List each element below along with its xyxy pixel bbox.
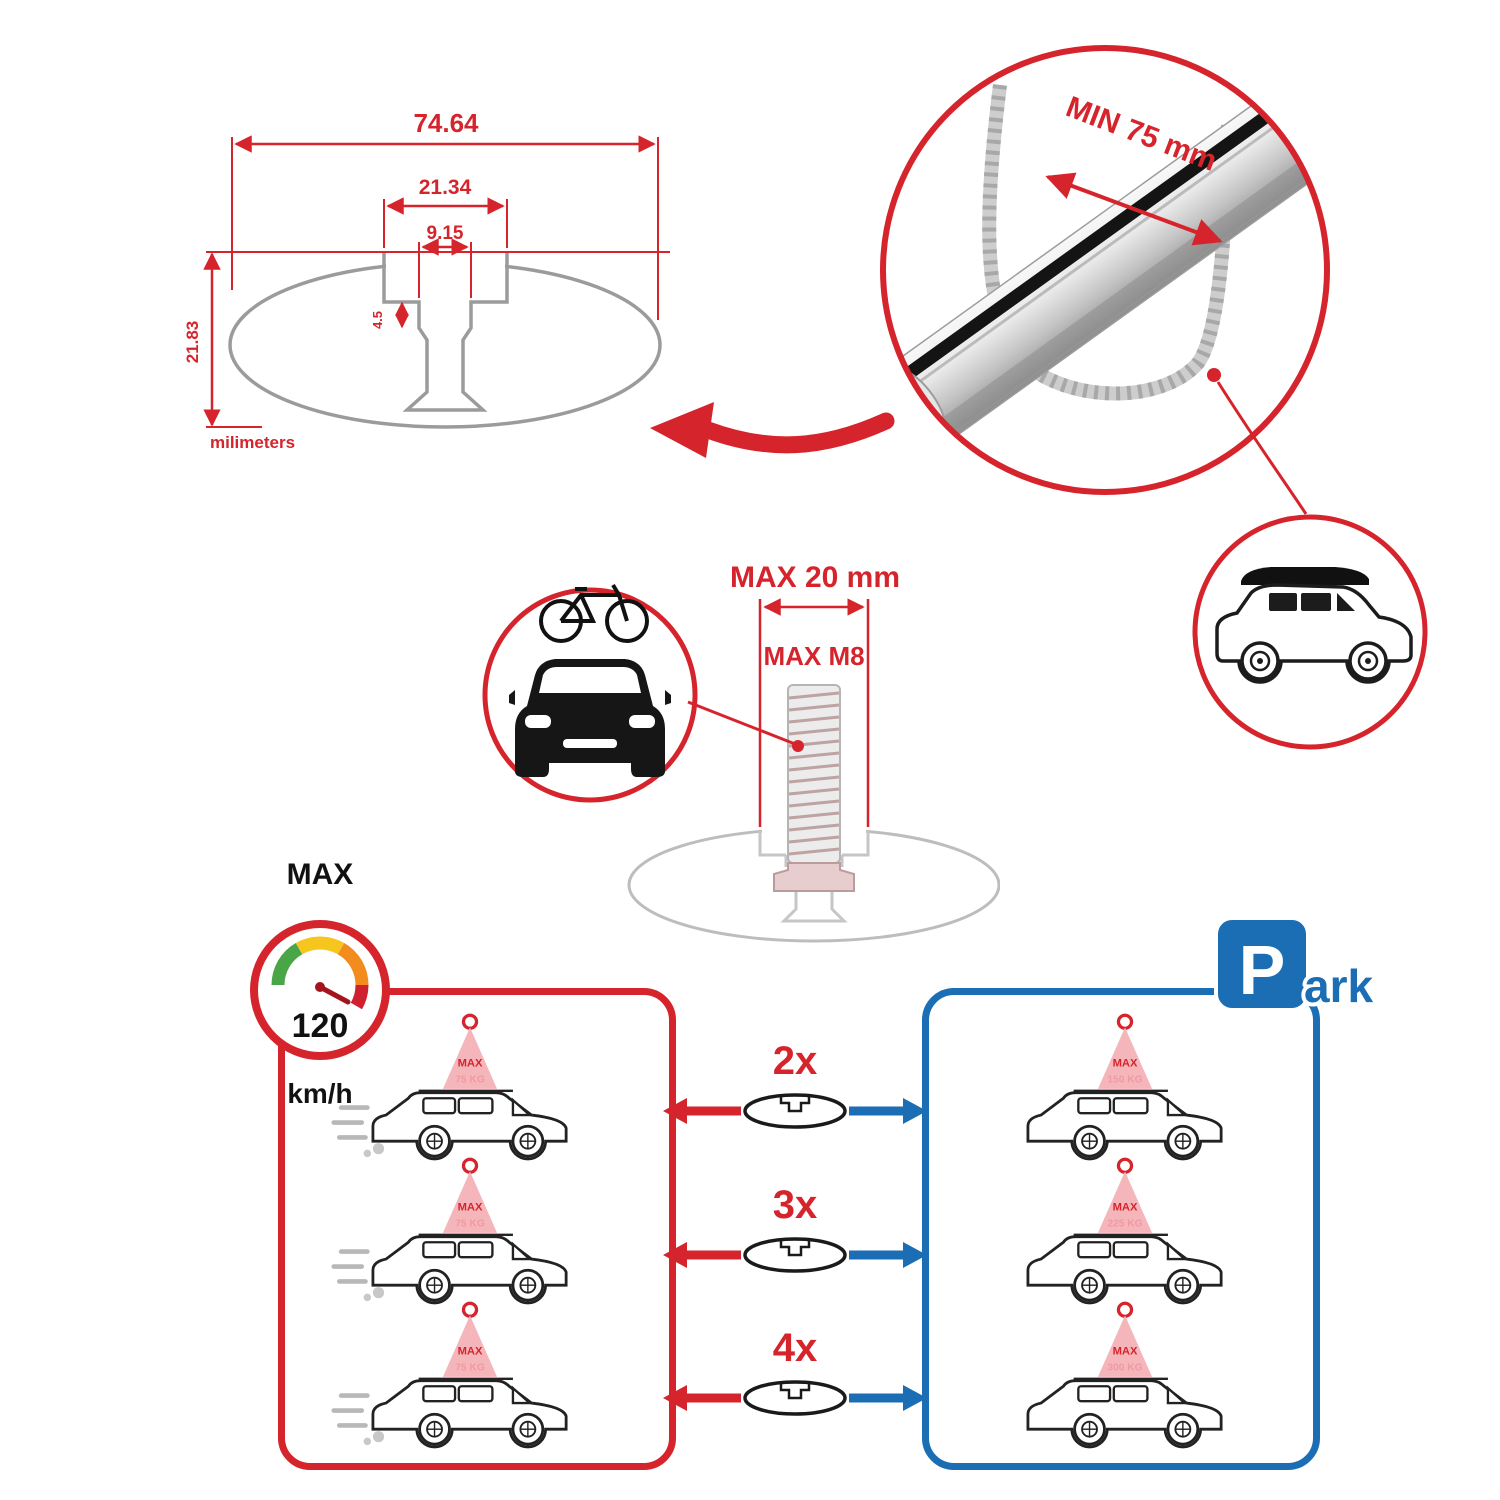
roof-load-badge: MAX 225 KG [1097,1157,1153,1233]
parking-sign-letter: P [1239,931,1286,1009]
driving-car-row: MAX 75 KG [331,1013,568,1161]
load-value: 75 KG [455,1074,485,1085]
load-value: 225 KG [1107,1218,1142,1229]
speed-lines-icon [331,1105,370,1140]
load-max-label: MAX [1113,1058,1138,1070]
roof-load-badge: MAX 75 KG [442,1157,498,1233]
load-max-label: MAX [1113,1346,1138,1358]
roof-load-badge: MAX 75 KG [442,1013,498,1089]
load-max-label: MAX [1113,1202,1138,1214]
circle-to-bolt-connector [687,700,796,746]
option-row-3x: 3x [663,1183,927,1273]
min-span-arrow [1045,172,1223,246]
right-arrow-icon [903,1098,927,1124]
parked-car-row: MAX 150 KG [1026,1013,1223,1161]
dim-total-width: 74.64 [413,108,479,138]
crossbar-detail-circle: MIN 75 mm [880,45,1330,495]
left-arrow-icon [663,1385,687,1411]
load-max-label: MAX [458,1346,483,1358]
load-value: 150 KG [1107,1074,1142,1085]
bolt-icon [773,684,855,892]
option-row-2x: 2x [663,1039,927,1129]
dim-unit-label: milimeters [210,433,295,452]
load-value: 75 KG [455,1218,485,1229]
speed-unit-label: km/h [287,1078,353,1109]
speed-value: 120 [292,1007,349,1045]
bolt-dimension-diagram: MAX 20 mm MAX M8 [627,561,1000,943]
roof-load-badge: MAX 300 KG [1097,1301,1153,1377]
driving-car-row: MAX 75 KG [331,1301,568,1449]
parking-sign: P ark [1214,916,1377,1016]
speed-lines-icon [331,1249,370,1284]
parked-car-row: MAX 225 KG [1026,1157,1223,1305]
clamp-icon [982,84,1235,401]
big-arrow-shaft [699,412,895,454]
parked-car-row: MAX 300 KG [1026,1301,1223,1449]
option-count-label: 2x [773,1039,818,1083]
bicycle-icon [539,583,649,643]
speedometer-icon: 120 [250,920,390,1060]
suv-roofbox-circle [1192,514,1428,750]
left-arrow-icon [663,1242,687,1268]
roof-load-badge: MAX 150 KG [1097,1013,1153,1089]
load-value: 75 KG [455,1362,485,1373]
slot-profile-lines [758,831,870,923]
needle-icon [317,984,351,1005]
suv-icon [1215,567,1413,684]
profile-dimension-drawing: 74.64 21.34 9.15 4.5 21.83 milimeters [183,108,670,452]
bolt-max-width-label: MAX 20 mm [730,561,900,594]
dim-lip-depth: 4.5 [370,311,385,329]
big-arrow-head-icon [650,402,714,458]
dim-total-height: 21.83 [183,321,202,364]
speed-lines-icon [331,1393,370,1428]
dim-channel-width: 21.34 [419,176,472,199]
speed-max-label: MAX [286,858,354,891]
driving-car-row: MAX 75 KG [331,1157,568,1305]
left-arrow-icon [663,1098,687,1124]
bolt-max-thread-label: MAX M8 [763,641,864,671]
option-count-label: 4x [773,1326,818,1370]
bolt-t-head [773,862,855,892]
bolt-pointer-dot [792,740,804,752]
car-front-circle [482,583,698,803]
parking-sign-suffix: ark [1304,960,1373,1012]
clamp-to-suv-connector [1216,381,1308,515]
right-arrow-icon [903,1385,927,1411]
load-max-label: MAX [458,1058,483,1070]
right-arrow-icon [903,1242,927,1268]
roof-load-badge: MAX 75 KG [442,1301,498,1377]
load-max-label: MAX [458,1202,483,1214]
option-count-label: 3x [773,1183,818,1227]
car-front-icon [509,659,671,777]
clamp-pointer-dot [1207,368,1221,382]
t-slot-profile [382,252,509,412]
load-value: 300 KG [1107,1362,1142,1373]
option-row-4x: 4x [663,1326,927,1416]
roof-box-icon [1241,567,1369,585]
